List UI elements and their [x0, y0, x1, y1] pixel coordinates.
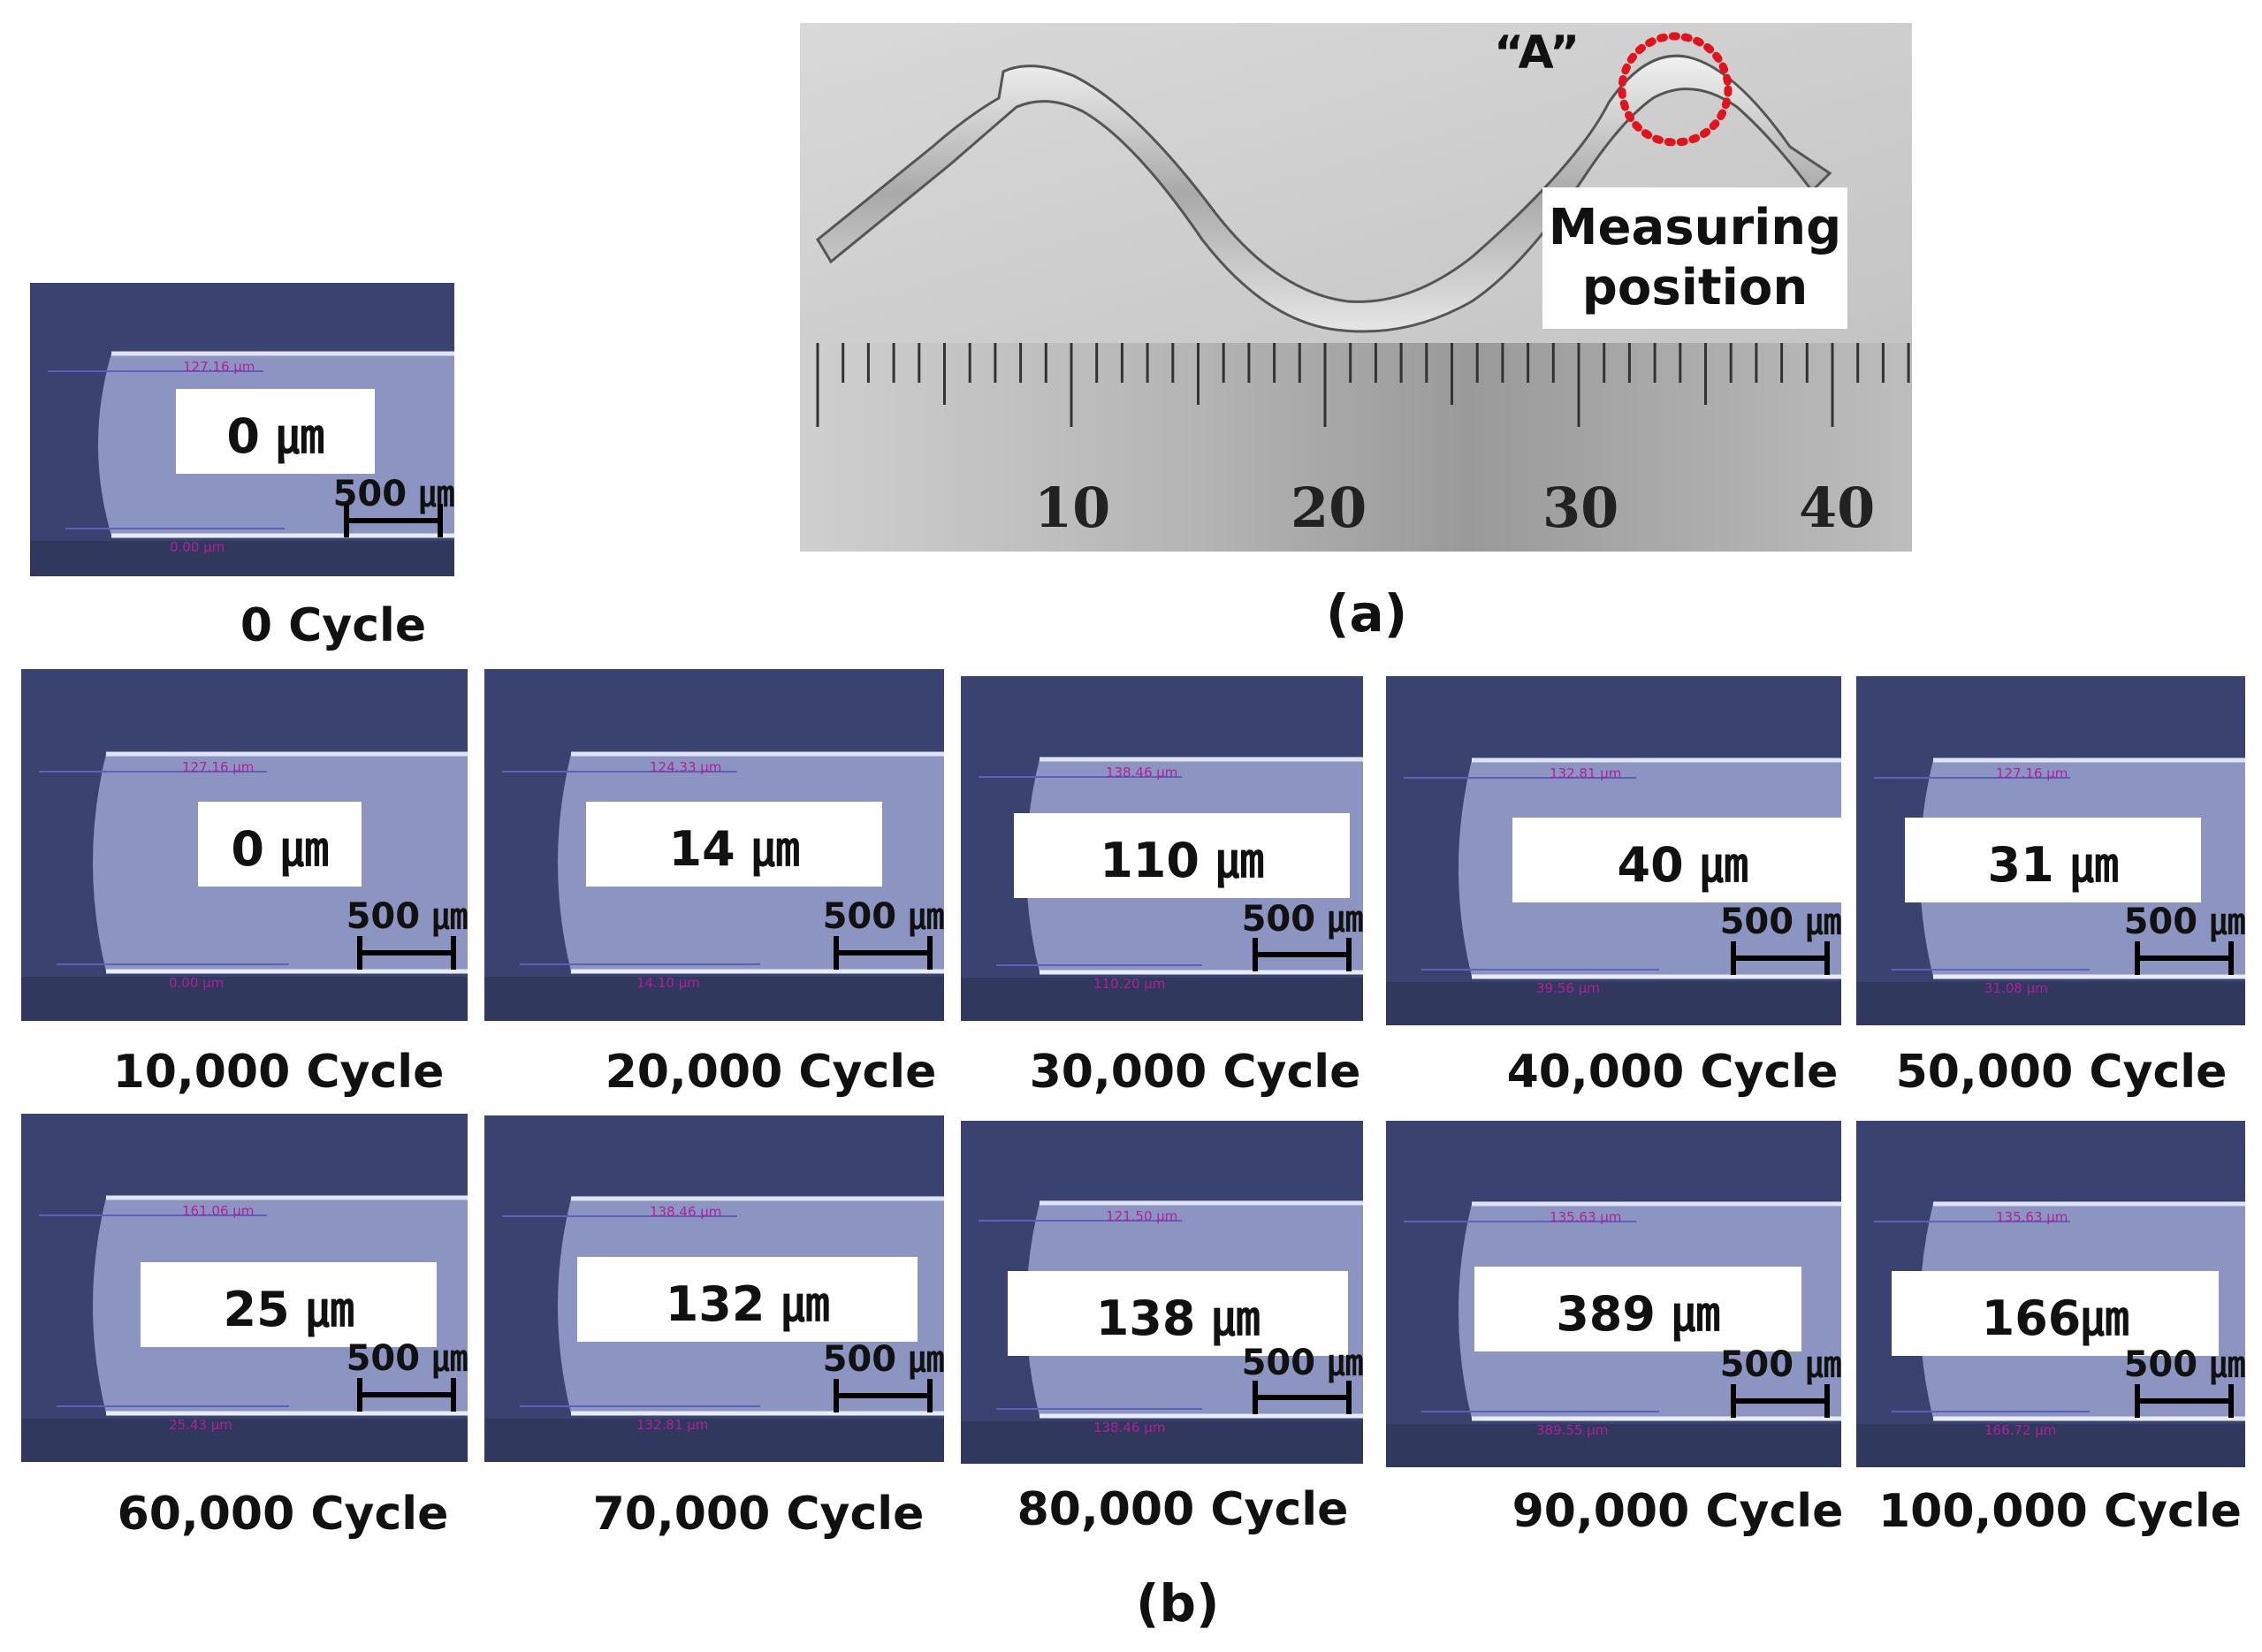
scale-bar — [1731, 1384, 1830, 1418]
scale-label: 500 ㎛ — [1241, 899, 1363, 940]
measure-readout-top: 138.46 μm — [650, 1204, 722, 1220]
ruler-tick-label: 30 — [1542, 476, 1619, 540]
measure-readout-bottom: 132.81 μm — [636, 1417, 709, 1433]
measuring-position-label: Measuring position — [1542, 187, 1847, 329]
specimen-photo — [800, 23, 1912, 552]
scale-bar — [357, 936, 456, 970]
cycle-caption: 30,000 Cycle — [1029, 1046, 1361, 1099]
scale-bar — [344, 504, 443, 537]
measure-readout-top: 135.63 μm — [1550, 1209, 1622, 1225]
thickness-value: 31 ㎛ — [1905, 818, 2201, 902]
thickness-value: 166㎛ — [1892, 1271, 2219, 1356]
measure-readout-top: 161.06 μm — [182, 1203, 255, 1219]
measure-readout-bottom: 138.46 μm — [1093, 1420, 1166, 1435]
scale-bar — [2135, 941, 2234, 975]
scale-label: 500 ㎛ — [1241, 1343, 1363, 1383]
cycle-caption: 0 Cycle — [240, 599, 427, 652]
scale-label: 500 ㎛ — [346, 896, 468, 937]
scale-bar — [357, 1378, 456, 1412]
scale-label: 500 ㎛ — [822, 896, 944, 937]
scale-bar — [1731, 941, 1830, 975]
thickness-value: 25 ㎛ — [141, 1262, 437, 1347]
micrograph-tile: 124.33 μm 14.10 μm 14 ㎛ 500 ㎛ — [484, 669, 944, 1021]
cycle-caption: 10,000 Cycle — [112, 1046, 445, 1099]
cycle-caption: 100,000 Cycle — [1878, 1485, 2242, 1538]
measure-readout-top: 127.16 μm — [182, 759, 255, 775]
thickness-value: 14 ㎛ — [586, 802, 882, 887]
cycle-caption: 90,000 Cycle — [1512, 1485, 1844, 1538]
measure-readout-top: 124.33 μm — [650, 759, 722, 775]
ruler-tick-label: 20 — [1291, 476, 1367, 540]
scale-label: 500 ㎛ — [2123, 1344, 2245, 1385]
thickness-value: 40 ㎛ — [1512, 818, 1841, 902]
measure-readout-top: 132.81 μm — [1550, 765, 1622, 781]
micrograph-tile: 127.16 μm 0.00 μm 0 ㎛ 500 ㎛ — [21, 669, 468, 1021]
cycle-caption: 50,000 Cycle — [1895, 1046, 2228, 1099]
scale-label: 500 ㎛ — [2123, 902, 2245, 942]
scale-bar — [834, 1379, 933, 1412]
cycle-caption: 20,000 Cycle — [605, 1046, 937, 1099]
measure-readout-bottom: 14.10 μm — [636, 975, 700, 991]
measure-readout-bottom: 25.43 μm — [169, 1417, 232, 1433]
scale-label: 500 ㎛ — [1719, 1344, 1841, 1385]
panel-b-caption: (b) — [1136, 1573, 1220, 1633]
measure-readout-top: 121.50 μm — [1106, 1208, 1178, 1224]
scale-bar — [2135, 1384, 2234, 1418]
scale-bar — [1253, 938, 1352, 971]
cycle-caption: 70,000 Cycle — [592, 1488, 925, 1541]
measure-readout-bottom: 389.55 μm — [1536, 1422, 1609, 1438]
measuring-label-line2: position — [1581, 259, 1809, 316]
cycle-caption: 60,000 Cycle — [117, 1488, 449, 1541]
measure-readout-top: 127.16 μm — [1996, 765, 2068, 781]
thickness-value: 138 ㎛ — [1008, 1271, 1348, 1356]
measuring-label-line1: Measuring — [1548, 199, 1842, 256]
thickness-value: 132 ㎛ — [577, 1257, 918, 1342]
scale-label: 500 ㎛ — [332, 474, 454, 514]
scale-bar — [1253, 1381, 1352, 1414]
measure-readout-bottom: 39.56 μm — [1536, 980, 1600, 996]
specimen-photo-graphic — [800, 23, 1912, 552]
measure-readout-top: 127.16 μm — [183, 359, 255, 375]
measure-readout-bottom: 0.00 μm — [169, 975, 225, 991]
scale-label: 500 ㎛ — [1719, 902, 1841, 942]
measure-readout-top: 138.46 μm — [1106, 765, 1178, 780]
position-a-marker: “A” — [1494, 27, 1580, 80]
measure-readout-bottom: 166.72 μm — [1984, 1422, 2057, 1438]
panel-a-caption: (a) — [1326, 583, 1408, 643]
measure-readout-bottom: 31.08 μm — [1984, 980, 2048, 996]
thickness-value: 0 ㎛ — [176, 389, 375, 474]
measure-readout-top: 135.63 μm — [1996, 1209, 2068, 1225]
scale-label: 500 ㎛ — [346, 1338, 468, 1379]
measure-readout-bottom: 110.20 μm — [1093, 976, 1166, 992]
ruler-tick-label: 40 — [1799, 476, 1876, 540]
thickness-value: 110 ㎛ — [1014, 813, 1350, 898]
scale-label: 500 ㎛ — [822, 1339, 944, 1380]
ruler-tick-label: 10 — [1034, 476, 1111, 540]
thickness-value: 0 ㎛ — [198, 802, 362, 887]
cycle-caption: 80,000 Cycle — [1017, 1483, 1349, 1536]
measure-readout-bottom: 0.00 μm — [170, 539, 225, 555]
cycle-caption: 40,000 Cycle — [1506, 1046, 1839, 1099]
scale-bar — [834, 936, 933, 970]
thickness-value: 389 ㎛ — [1474, 1267, 1801, 1351]
